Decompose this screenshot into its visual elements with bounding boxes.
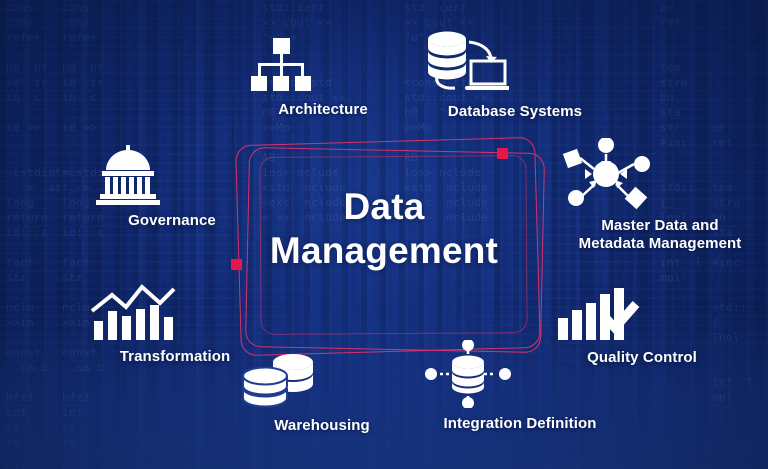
center-title: Data Management bbox=[253, 185, 515, 273]
database-nodes-icon bbox=[420, 340, 620, 408]
node-label-quality-control: Quality Control bbox=[587, 349, 697, 366]
node-architecture[interactable]: Architecture bbox=[249, 38, 397, 119]
node-label-architecture: Architecture bbox=[278, 101, 368, 118]
node-label-master-data-line2: Metadata Management bbox=[578, 235, 742, 252]
bar-chart-line-icon bbox=[90, 283, 260, 341]
node-label-master-data: Master Data and Metadata Management bbox=[556, 217, 764, 253]
node-label-governance: Governance bbox=[128, 212, 216, 229]
node-label-warehousing: Warehousing bbox=[274, 417, 370, 434]
center-title-line1: Data bbox=[343, 186, 425, 227]
node-label-integration-definition: Integration Definition bbox=[443, 415, 597, 432]
node-transformation[interactable]: Transformation bbox=[90, 283, 260, 366]
node-label-master-data-line1: Master Data and bbox=[601, 217, 719, 234]
node-label-transformation: Transformation bbox=[119, 348, 231, 365]
hub-network-icon bbox=[556, 138, 764, 210]
node-label-database-systems: Database Systems bbox=[447, 103, 583, 120]
node-warehousing[interactable]: Warehousing bbox=[237, 352, 407, 435]
node-quality-control[interactable]: Quality Control bbox=[556, 286, 728, 367]
node-governance[interactable]: Governance bbox=[92, 145, 252, 230]
capitol-building-icon bbox=[92, 145, 252, 205]
bar-chart-check-icon bbox=[556, 286, 728, 342]
node-integration-definition[interactable]: Integration Definition bbox=[420, 340, 620, 433]
stacked-databases-icon bbox=[237, 352, 407, 410]
node-database-systems[interactable]: Database Systems bbox=[425, 30, 605, 121]
hierarchy-icon bbox=[249, 38, 397, 94]
database-laptop-icon bbox=[425, 30, 605, 96]
node-master-data[interactable]: Master Data and Metadata Management bbox=[556, 138, 764, 253]
center-title-line2: Management bbox=[269, 230, 499, 271]
